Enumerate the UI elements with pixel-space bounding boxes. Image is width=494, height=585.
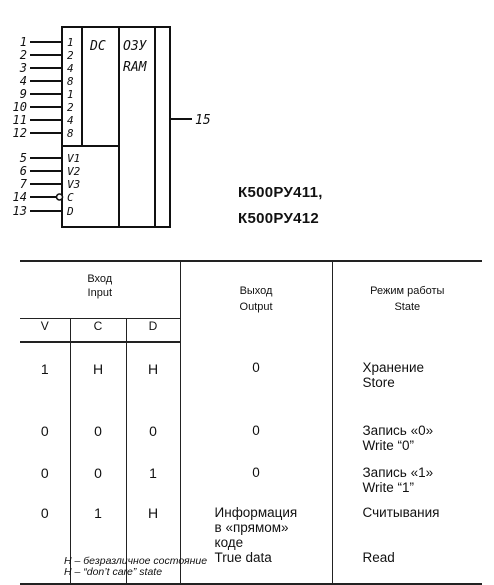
cell-v: 1 [20,342,71,423]
state-ru: Запись «0» [362,423,434,438]
state-ru: Хранение [362,360,425,375]
memory-label-en: RAM [123,60,148,75]
mode-header: Режим работы State [332,260,483,342]
output-pin-number: 15 [195,113,211,128]
cell-c: 0 [70,465,127,505]
input-header-en: Input [87,287,112,299]
memory-label-ru: ОЗУ [123,39,148,54]
mode-header-en: State [394,301,421,313]
cell-d: 0 [126,423,181,465]
pin-number: 1 [20,35,27,49]
pin-number: 11 [13,113,27,127]
col-header-d: D [126,318,181,343]
pin-number: 6 [20,164,27,178]
address-weight: 8 [67,75,74,88]
state-en: Read [362,550,395,565]
state-ru: Запись «1» [362,465,434,480]
pin-number: 5 [20,151,27,165]
pin-number: 13 [13,204,27,218]
output-line-4: True data [214,550,272,565]
cell-state: Запись «1» Write “1” [332,465,482,505]
control-label: V3 [67,178,80,191]
output-header-ru: Выход [239,285,273,297]
input-header: Вход Input [20,260,181,319]
cell-d: 1 [126,465,181,505]
pin-number: 12 [13,126,27,140]
state-en: Write “1” [362,480,415,495]
cell-output: 0 [180,342,333,423]
address-weight: 2 [67,49,74,62]
cell-v: 0 [20,465,71,505]
cell-state: Считывания Read [332,505,483,585]
col-header-c: C [70,318,127,343]
output-header: Выход Output [180,260,333,342]
control-label: V1 [67,152,80,165]
table-row: 0 0 1 0 Запись «1» Write “1” [20,465,482,505]
state-en: Store [362,375,395,390]
cell-output: Информация в «прямом» коде True data [180,505,333,585]
control-label: V2 [67,165,81,178]
output-line-1: Информация [214,505,298,520]
cell-c: 0 [70,423,127,465]
output-line-2: в «прямом» [214,520,289,535]
cell-v: 0 [20,423,71,465]
pin-number: 7 [20,177,28,191]
address-pins [30,41,62,134]
chip-outline [61,26,171,228]
pin-number: 3 [19,61,27,75]
cell-state: Запись «0» Write “0” [332,423,482,465]
state-ru: Считывания [362,505,440,520]
cell-output: 0 [180,465,333,505]
table-row: 0 1 Н Информация в «прямом» коде True da… [20,505,483,585]
pin-number: 2 [20,48,27,62]
state-en: Write “0” [362,438,415,453]
decoder-label: DC [89,39,106,54]
pin-number: 9 [20,87,27,101]
pin-number: 4 [20,74,27,88]
output-header-en: Output [239,301,273,313]
footnote-en: Н – “don’t care” state [64,566,163,578]
pin-number: 14 [13,190,27,204]
mode-header-ru: Режим работы [370,285,445,297]
footnote-ru: Н – безразличное состояние [64,555,208,567]
col-header-v: V [20,318,71,343]
inversion-bubble [55,193,64,201]
address-weight: 4 [67,62,74,75]
cell-v: 0 [20,505,71,585]
address-weight: 2 [67,101,74,114]
control-pins [30,157,62,212]
cell-output: 0 [180,423,333,465]
control-label: D [66,205,74,218]
pin-number: 10 [13,100,27,114]
logic-symbol-diagram: 1 2 3 4 9 10 11 12 5 6 7 14 13 1 2 4 8 1… [13,26,211,228]
table-row: 1 Н Н 0 Хранение Store [20,342,482,423]
part-number-1: К500РУ411, [238,184,323,201]
part-number-2: К500РУ412 [238,210,320,227]
address-weight: 4 [67,114,74,127]
cell-c: Н [70,342,127,423]
cell-state: Хранение Store [332,342,482,423]
truth-table: Вход Input Выход Output Режим работы Sta… [20,260,483,585]
address-weight: 1 [67,88,74,101]
address-weight: 8 [67,127,74,140]
output-line-3: коде [214,535,244,550]
address-weight: 1 [67,36,74,49]
cell-d: Н [126,505,181,585]
input-header-ru: Вход [87,273,113,285]
cell-c: 1 [70,505,127,585]
cell-d: Н [126,342,181,423]
table-row: 0 0 0 0 Запись «0» Write “0” [20,423,482,465]
control-label: C [67,191,74,204]
